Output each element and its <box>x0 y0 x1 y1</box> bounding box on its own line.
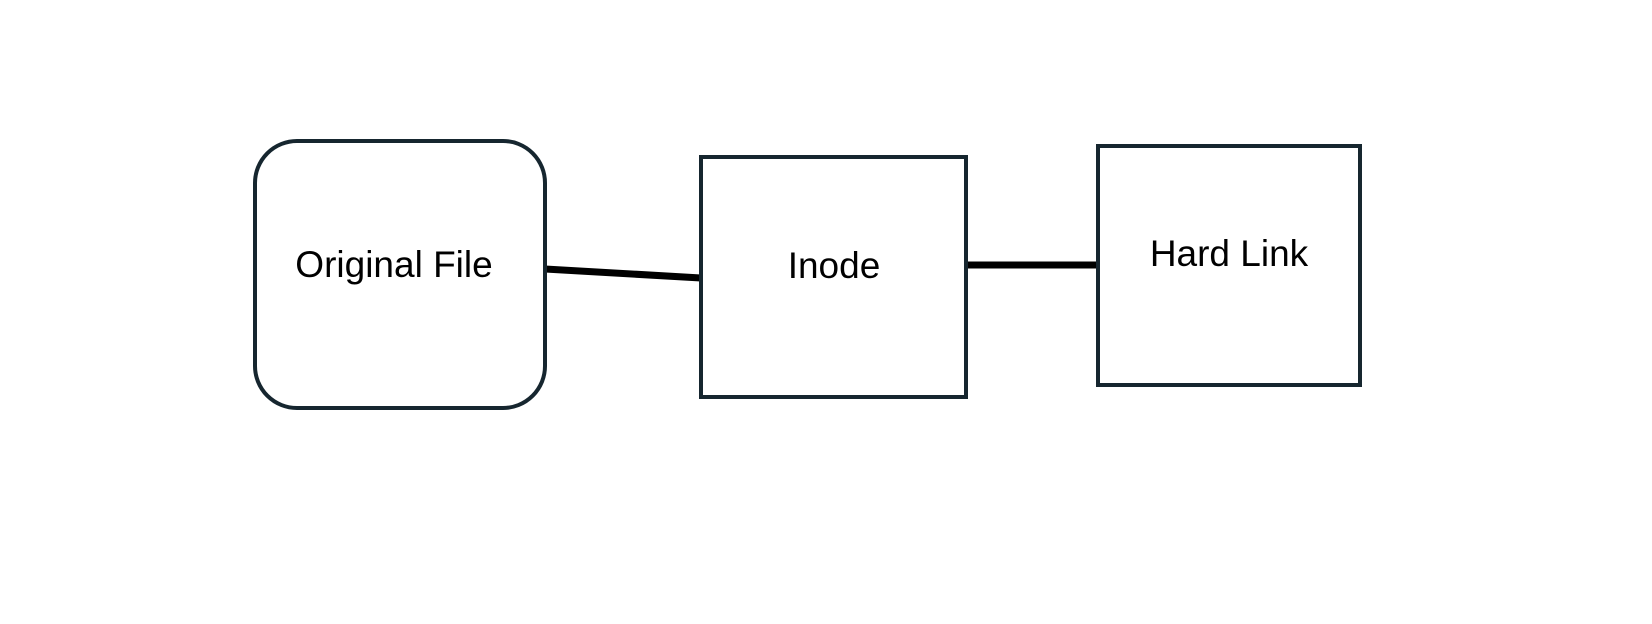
node-hard-link-label: Hard Link <box>1150 233 1309 274</box>
node-original-file-label: Original File <box>295 244 492 285</box>
node-original-file-shape[interactable] <box>253 139 547 410</box>
node-original-file[interactable]: Original File <box>253 139 547 410</box>
node-inode[interactable]: Inode <box>699 155 968 399</box>
node-inode-label: Inode <box>788 245 881 286</box>
node-inode-shape[interactable] <box>699 155 968 399</box>
edge-original-file-to-inode[interactable] <box>544 265 702 282</box>
node-hard-link-shape[interactable] <box>1096 144 1362 387</box>
node-hard-link[interactable]: Hard Link <box>1096 144 1362 387</box>
